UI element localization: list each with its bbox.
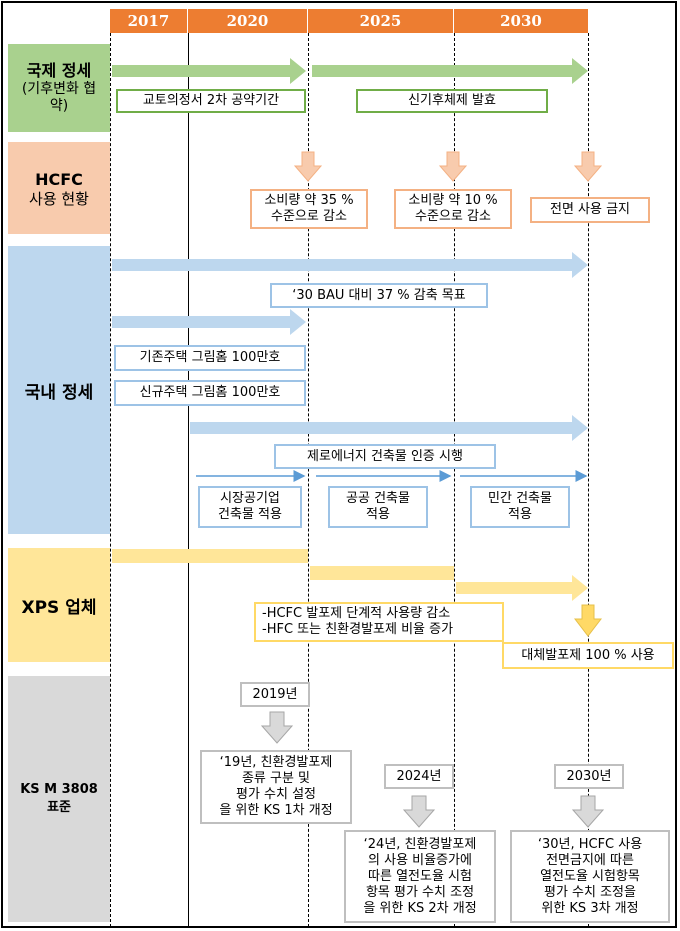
arrow-homes (112, 309, 306, 335)
section-international-sub: (기후변화 협약) (21, 81, 97, 114)
bau-target-box: ‘30 BAU 대비 37 % 감축 목표 (270, 283, 488, 308)
public-company-box: 시장공기업 건축물 적용 (198, 486, 302, 528)
bar-xps-stage2 (310, 566, 454, 580)
private-building-box: 민간 건축물 적용 (470, 486, 570, 528)
bar-xps-stage1 (112, 549, 308, 563)
timeline-line-2017-start (110, 33, 111, 927)
existing-homes-box: 기존주택 그림홈 100만호 (114, 345, 306, 371)
year-header-2025: 2025 (308, 9, 454, 33)
arrow-hcfc-2020 (293, 151, 323, 182)
section-international: 국제 정세 (기후변화 협약) (8, 44, 110, 132)
year-header-2017: 2017 (110, 9, 188, 33)
arrow-ks-2030 (571, 795, 605, 828)
timeline-line-2025 (454, 33, 455, 927)
hcfc-35-box: 소비량 약 35 % 수준으로 감소 (250, 189, 368, 229)
arrow-new-climate (312, 58, 588, 84)
ks-2019-label: 2019년 (240, 682, 310, 707)
year-header-2020: 2020 (188, 9, 308, 33)
arrow-zero-energy (190, 415, 588, 441)
public-building-box: 공공 건축물 적용 (328, 486, 428, 528)
arrow-ks-2019 (260, 711, 294, 744)
section-ks-sub: 표준 (47, 800, 71, 815)
section-hcfc-title: HCFC (35, 169, 83, 189)
ks-rev2-box: ‘24년, 친환경발포제 의 사용 비율증가에 따른 열전도율 시험 항목 평가… (344, 830, 496, 923)
timeline-line-2017 (188, 33, 189, 927)
arrow-hcfc-2030 (573, 151, 603, 182)
ks-2024-label: 2024년 (384, 764, 454, 789)
arrow-ks-2024 (402, 795, 436, 828)
year-header-2030: 2030 (454, 9, 588, 33)
section-xps-title: XPS 업체 (21, 597, 97, 618)
section-hcfc-sub: 사용 현황 (29, 189, 89, 208)
ks-2030-label: 2030년 (554, 764, 624, 789)
new-homes-box: 신규주택 그림홈 100만호 (114, 380, 306, 406)
xps-reduction-box: -HCFC 발포제 단계적 사용량 감소 -HFC 또는 친환경발포제 비율 증… (254, 602, 504, 642)
section-domestic: 국내 정세 (8, 246, 110, 534)
ks-rev1-box: ‘19년, 친환경발포제 종류 구분 및 평가 수치 설정 을 위한 KS 1차… (200, 750, 352, 824)
ks-rev3-box: ‘30년, HCFC 사용 전면금지에 따른 열전도율 시험항목 평가 수치 조… (510, 830, 670, 923)
arrow-kyoto-period (112, 58, 306, 84)
kyoto-protocol-box: 교토의정서 2차 공약기간 (116, 89, 306, 113)
section-xps: XPS 업체 (8, 548, 110, 662)
section-ks: KS M 3808 표준 (8, 676, 110, 922)
arrow-xps-down (573, 604, 603, 637)
section-hcfc: HCFC 사용 현황 (8, 142, 110, 234)
arrow-hcfc-2025 (438, 151, 468, 182)
hcfc-10-box: 소비량 약 10 % 수준으로 감소 (394, 189, 512, 229)
new-climate-box: 신기후체제 발효 (356, 89, 548, 113)
section-international-title: 국제 정세 (26, 61, 92, 80)
hcfc-ban-box: 전면 사용 금지 (530, 197, 650, 223)
timeline-line-2020 (308, 33, 309, 927)
timeline-line-2030 (588, 33, 589, 927)
section-ks-title: KS M 3808 (20, 782, 98, 797)
arrow-bau-target (112, 252, 588, 278)
section-domestic-title: 국내 정세 (24, 382, 94, 403)
zero-energy-box: 제로에너지 건축물 인증 시행 (274, 444, 496, 469)
xps-substitute-box: 대체발포제 100 % 사용 (502, 642, 674, 669)
arrow-xps-stage3 (456, 575, 588, 601)
